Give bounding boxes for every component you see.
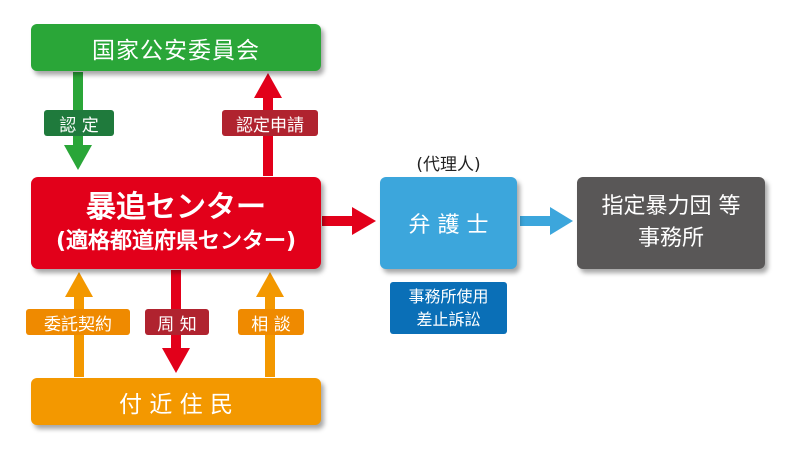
tag-delegation: 委託契約: [26, 309, 130, 335]
tag-certify-request: 認定申請: [222, 110, 318, 136]
arrow-center-to-lawyer: [322, 207, 376, 235]
lawyer-label: 弁 護 士: [408, 213, 489, 238]
tag-consult: 相 談: [238, 309, 304, 335]
gang-line2: 事務所: [637, 226, 704, 251]
arrow-lawyer-to-gang: [520, 207, 573, 235]
arrow-delegation: [65, 272, 93, 377]
tag-certify: 認 定: [44, 110, 114, 136]
tag-notify: 周 知: [145, 309, 209, 335]
lawsuit-line2: 差止訴訟: [416, 310, 481, 329]
arrow-consult: [256, 272, 284, 377]
center-subtitle: (適格都道府県センター): [55, 229, 297, 254]
node-gang: 指定暴力団 等 事務所: [577, 177, 765, 269]
arrow-certify-request: [254, 73, 282, 176]
commission-label: 国家公安委員会: [92, 37, 260, 64]
lawsuit-line1: 事務所使用: [408, 287, 489, 306]
center-title: 暴追センター: [86, 190, 266, 225]
node-lawyer: 弁 護 士: [380, 177, 517, 269]
gang-line1: 指定暴力団 等: [601, 194, 741, 219]
node-commission: 国家公安委員会: [31, 24, 321, 71]
residents-label: 付 近 住 民: [119, 391, 233, 418]
lawyer-note: (代理人): [416, 155, 481, 175]
node-center: 暴追センター (適格都道府県センター): [31, 177, 321, 269]
arrow-certify: [64, 72, 92, 170]
node-residents: 付 近 住 民: [31, 378, 321, 425]
tag-lawsuit: 事務所使用 差止訴訟: [390, 282, 507, 334]
